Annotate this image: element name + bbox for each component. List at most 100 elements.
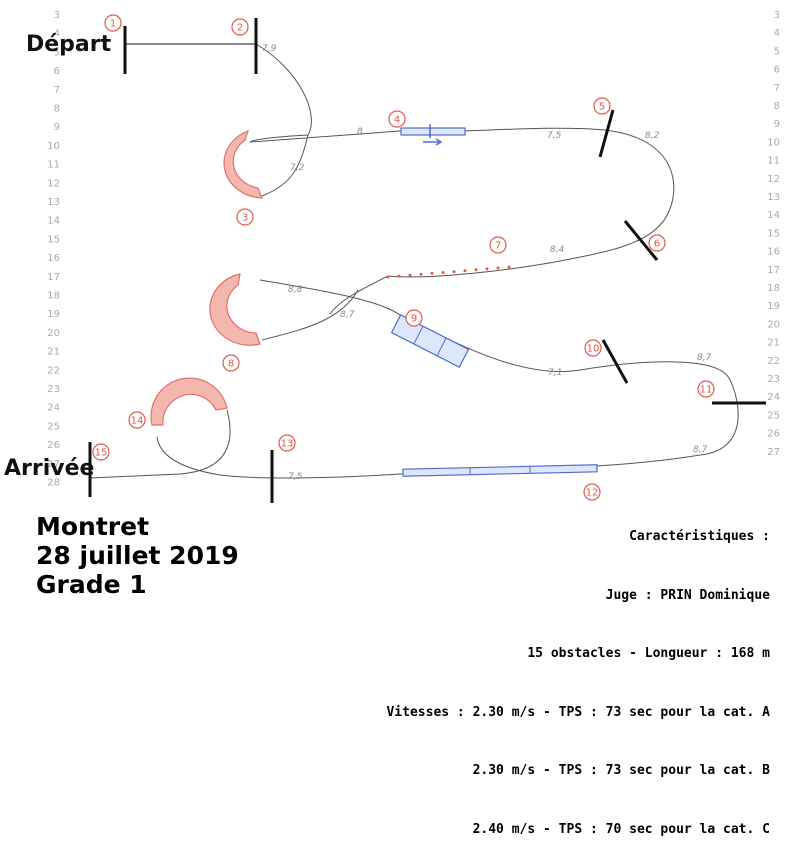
obstacle-number-5: 5 (599, 102, 605, 113)
row-number-right-12: 12 (767, 174, 780, 185)
obstacle-number-8: 8 (228, 359, 234, 370)
row-number-right-8: 8 (774, 101, 780, 112)
distance-label: 7,1 (548, 368, 562, 378)
tunnel-8 (210, 274, 260, 345)
obstacle-number-4: 4 (394, 115, 400, 126)
row-number-left-12: 12 (47, 178, 60, 189)
info-heading: Caractéristiques : (386, 527, 770, 547)
row-number-left-10: 10 (47, 141, 60, 152)
obstacle-number-1: 1 (110, 19, 116, 30)
distance-label: 8,7 (693, 445, 708, 455)
distance-label: 8,4 (550, 245, 565, 255)
finish-label: Arrivée (4, 456, 94, 481)
weave-pole (398, 275, 401, 278)
row-number-left-22: 22 (47, 365, 60, 376)
start-label: Départ (26, 32, 111, 57)
obstacle-number-13: 13 (281, 439, 294, 450)
row-number-left-13: 13 (47, 197, 60, 208)
row-number-right-3: 3 (774, 10, 780, 21)
table-9 (392, 315, 469, 367)
weave-pole (486, 267, 489, 270)
course-info: Caractéristiques : Juge : PRIN Dominique… (386, 488, 770, 859)
row-number-left-26: 26 (47, 440, 60, 451)
distance-label: 7,2 (290, 163, 305, 173)
row-number-right-21: 21 (767, 338, 780, 349)
jump-10 (603, 340, 627, 383)
obstacle-number-14: 14 (131, 416, 144, 427)
info-judge: Juge : PRIN Dominique (386, 586, 770, 606)
row-number-left-3: 3 (54, 10, 60, 21)
row-number-right-14: 14 (767, 210, 780, 221)
weave-pole (387, 276, 390, 279)
distance-label: 7,5 (547, 131, 562, 141)
row-number-left-25: 25 (47, 421, 60, 432)
row-number-right-18: 18 (767, 283, 780, 294)
row-number-left-8: 8 (54, 104, 60, 115)
row-number-left-14: 14 (47, 216, 60, 227)
event-grade: Grade 1 (36, 570, 239, 599)
obstacle-number-11: 11 (700, 385, 713, 396)
row-number-left-18: 18 (47, 291, 60, 302)
seesaw-4 (401, 124, 465, 145)
row-number-right-23: 23 (767, 374, 780, 385)
distance-label: 8,2 (645, 131, 660, 141)
weave-pole (409, 274, 412, 277)
tunnel-14 (151, 378, 227, 425)
row-number-left-11: 11 (47, 160, 60, 171)
row-number-right-9: 9 (774, 119, 780, 130)
weave-pole (420, 273, 423, 276)
obstacle-number-6: 6 (654, 239, 660, 250)
row-number-right-10: 10 (767, 137, 780, 148)
row-number-left-17: 17 (47, 272, 60, 283)
row-number-left-16: 16 (47, 253, 60, 264)
row-number-left-23: 23 (47, 384, 60, 395)
info-speed-b: 2.30 m/s - TPS : 73 sec pour la cat. B (386, 761, 770, 781)
weave-pole (464, 269, 467, 272)
row-number-right-25: 25 (767, 410, 780, 421)
info-speed-a: Vitesses : 2.30 m/s - TPS : 73 sec pour … (386, 703, 770, 723)
event-date: 28 juillet 2019 (36, 541, 239, 570)
row-number-right-7: 7 (774, 83, 780, 94)
distance-label: 8,7 (340, 310, 355, 320)
row-number-left-21: 21 (47, 347, 60, 358)
row-number-right-26: 26 (767, 429, 780, 440)
info-speed-c: 2.40 m/s - TPS : 70 sec pour la cat. C (386, 820, 770, 840)
weave-pole (431, 272, 434, 275)
row-number-right-6: 6 (774, 65, 780, 76)
info-summary: 15 obstacles - Longueur : 168 m (386, 644, 770, 664)
row-number-right-13: 13 (767, 192, 780, 203)
weave-pole (508, 266, 511, 269)
obstacle-number-9: 9 (411, 314, 417, 325)
obstacle-number-7: 7 (495, 241, 501, 252)
distance-label: 7,9 (262, 44, 277, 54)
row-numbers-left: 3456789101112131415161718192021222324252… (47, 10, 60, 489)
obstacle-number-3: 3 (242, 213, 248, 224)
row-number-right-5: 5 (774, 46, 780, 57)
distance-label: 8,8 (288, 285, 303, 295)
distance-label: 7,5 (288, 472, 303, 482)
row-numbers-right: 3456789101112131415161718192021222324252… (767, 10, 780, 458)
obstacle-number-10: 10 (587, 344, 600, 355)
row-number-left-24: 24 (47, 403, 60, 414)
weave-pole (475, 268, 478, 271)
row-number-left-15: 15 (47, 234, 60, 245)
row-number-right-24: 24 (767, 392, 780, 403)
course-path (90, 44, 738, 478)
row-number-right-19: 19 (767, 301, 780, 312)
dogwalk-12 (403, 465, 597, 476)
row-number-right-17: 17 (767, 265, 780, 276)
row-number-left-20: 20 (47, 328, 60, 339)
row-number-left-9: 9 (54, 122, 60, 133)
row-number-right-4: 4 (774, 28, 780, 39)
weave-pole (442, 271, 445, 274)
row-number-right-27: 27 (767, 447, 780, 458)
weave-pole (453, 270, 456, 273)
row-number-right-22: 22 (767, 356, 780, 367)
row-number-right-15: 15 (767, 228, 780, 239)
distance-label: 8,7 (697, 353, 712, 363)
weave-pole (497, 267, 500, 270)
jump-5 (600, 110, 613, 157)
obstacle-number-15: 15 (95, 448, 108, 459)
